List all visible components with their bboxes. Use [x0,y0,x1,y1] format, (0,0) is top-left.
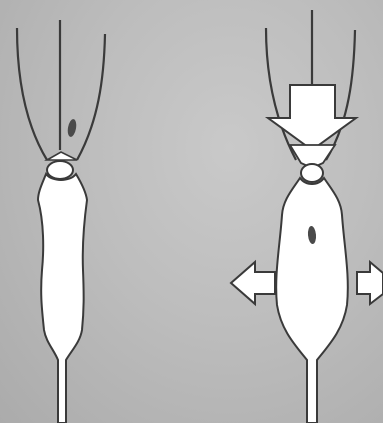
left-panel [17,20,105,423]
left-speck [66,118,77,137]
right-arrow-icon [357,262,383,304]
right-ring [301,164,323,182]
down-arrow-icon [268,85,356,150]
left-body [38,174,87,423]
right-panel [231,10,383,423]
right-body [276,178,348,423]
left-arrow-icon [231,262,275,304]
left-outer-tine-left [17,28,47,160]
left-ring [47,161,73,179]
left-outer-tine-right [77,34,105,160]
left-tine-base-wedge [47,152,77,160]
